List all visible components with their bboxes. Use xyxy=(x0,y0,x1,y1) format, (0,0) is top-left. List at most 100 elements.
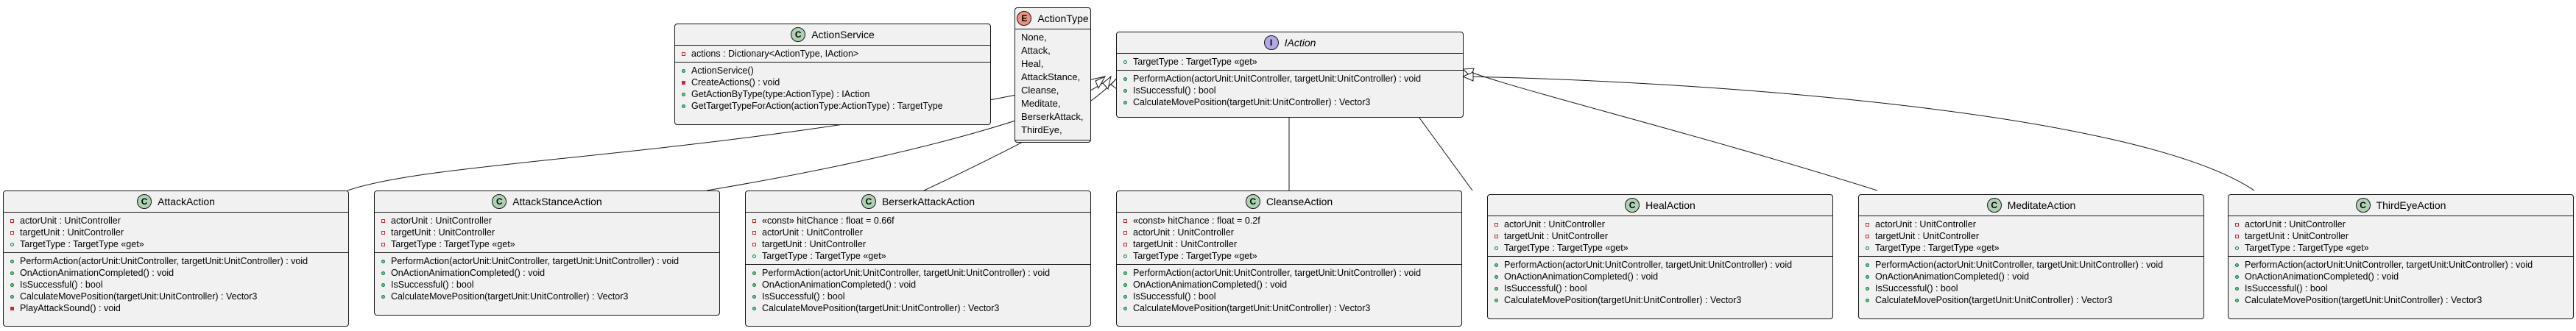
class-name: HealAction xyxy=(1645,199,1695,211)
method-row: IsSuccessful() : bool xyxy=(750,291,1087,302)
method-row: PerformAction(actorUnit:UnitController, … xyxy=(1863,259,2201,271)
method-row: PerformAction(actorUnit:UnitController, … xyxy=(1121,267,1458,279)
field-row: targetUnit : UnitController xyxy=(1121,238,1458,250)
field-row: targetUnit : UnitController xyxy=(8,227,345,238)
methods-section: PerformAction(actorUnit:UnitController, … xyxy=(1117,70,1463,110)
public-method-icon xyxy=(1121,101,1129,104)
field-row: actorUnit : UnitController xyxy=(2233,218,2570,230)
private-field-icon xyxy=(1863,235,1871,238)
private-field-icon xyxy=(750,219,758,223)
enum-value: Attack, xyxy=(1021,45,1051,56)
cleanse-action-class: C CleanseAction «const» hitChance : floa… xyxy=(1116,191,1462,327)
enum-values-section: None, Attack, Heal, AttackStance, Cleans… xyxy=(1015,29,1090,140)
methods-section: PerformAction(actorUnit:UnitController, … xyxy=(1488,256,1832,308)
private-field-icon xyxy=(379,231,387,235)
attack-action-class: C AttackAction actorUnit : UnitControlle… xyxy=(3,191,349,327)
fields-section: actorUnit : UnitController targetUnit : … xyxy=(2229,216,2573,256)
enum-icon: E xyxy=(1017,11,1032,26)
method-row: CalculateMovePosition(targetUnit:UnitCon… xyxy=(8,291,345,302)
public-method-icon xyxy=(379,271,387,275)
enum-value: AttackStance, xyxy=(1021,71,1081,82)
public-method-icon xyxy=(680,93,687,96)
method-row: IsSuccessful() : bool xyxy=(1121,291,1458,302)
fields-section: actorUnit : UnitController targetUnit : … xyxy=(1488,216,1832,256)
private-field-icon xyxy=(1863,223,1871,227)
public-field-icon xyxy=(2233,246,2240,250)
methods-section: ActionService() CreateActions() : void G… xyxy=(675,62,990,114)
method-row: PlayAttackSound() : void xyxy=(8,302,345,314)
method-row: CalculateMovePosition(targetUnit:UnitCon… xyxy=(1121,302,1458,314)
action-type-enum: E ActionType None, Attack, Heal, AttackS… xyxy=(1014,7,1091,143)
methods-section: PerformAction(actorUnit:UnitController, … xyxy=(4,252,348,316)
field-row: actorUnit : UnitController xyxy=(379,215,716,227)
public-method-icon xyxy=(8,283,15,287)
methods-section: PerformAction(actorUnit:UnitController, … xyxy=(1859,256,2203,308)
method-row: GetTargetTypeForAction(actionType:Action… xyxy=(680,100,987,112)
public-method-icon xyxy=(2233,275,2240,279)
method-row: PerformAction(actorUnit:UnitController, … xyxy=(1492,259,1829,271)
public-field-icon xyxy=(750,255,758,258)
method-row: CalculateMovePosition(targetUnit:UnitCon… xyxy=(2233,294,2570,306)
berserk-attack-action-class: C BerserkAttackAction «const» hitChance … xyxy=(745,191,1091,327)
field-row: actorUnit : UnitController xyxy=(750,227,1087,238)
public-method-icon xyxy=(750,307,758,310)
field-row: targetUnit : UnitController xyxy=(1863,230,2201,242)
method-row: CalculateMovePosition(targetUnit:UnitCon… xyxy=(1492,294,1829,306)
fields-section: actorUnit : UnitController targetUnit : … xyxy=(4,212,348,252)
field-row: TargetType : TargetType «get» xyxy=(1492,242,1829,254)
public-method-icon xyxy=(2233,299,2240,302)
public-method-icon xyxy=(1121,295,1129,299)
private-field-icon xyxy=(1492,223,1500,227)
field-row: actorUnit : UnitController xyxy=(1492,218,1829,230)
field-row: actions : Dictionary<ActionType, IAction… xyxy=(680,48,987,60)
public-method-icon xyxy=(379,283,387,287)
methods-section: PerformAction(actorUnit:UnitController, … xyxy=(746,264,1090,316)
fields-section: TargetType : TargetType «get» xyxy=(1117,53,1463,70)
class-icon: C xyxy=(2355,198,2371,213)
method-row: OnActionAnimationCompleted() : void xyxy=(8,267,345,279)
method-row: IsSuccessful() : bool xyxy=(1121,85,1460,96)
enum-value: ThirdEye, xyxy=(1021,124,1062,135)
field-row: actorUnit : UnitController xyxy=(8,215,345,227)
public-field-icon xyxy=(1121,255,1129,258)
action-service-class: C ActionService actions : Dictionary<Act… xyxy=(674,24,991,125)
method-row: CalculateMovePosition(targetUnit:UnitCon… xyxy=(750,302,1087,314)
public-method-icon xyxy=(1492,275,1500,279)
method-row: CalculateMovePosition(targetUnit:UnitCon… xyxy=(1121,96,1460,108)
fields-section: actions : Dictionary<ActionType, IAction… xyxy=(675,45,990,62)
method-row: OnActionAnimationCompleted() : void xyxy=(750,279,1087,291)
enum-name: ActionType xyxy=(1037,13,1089,24)
fields-section: «const» hitChance : float = 0.66f actorU… xyxy=(746,212,1090,264)
method-row: OnActionAnimationCompleted() : void xyxy=(1492,271,1829,282)
class-icon: C xyxy=(791,27,806,42)
field-row: TargetType : TargetType «get» xyxy=(2233,242,2570,254)
method-row: CreateActions() : void xyxy=(680,76,987,88)
method-row: CalculateMovePosition(targetUnit:UnitCon… xyxy=(379,291,716,302)
class-icon: C xyxy=(861,194,876,209)
public-method-icon xyxy=(680,69,687,73)
field-row: TargetType : TargetType «get» xyxy=(8,238,345,250)
interface-icon: I xyxy=(1263,35,1279,50)
public-method-icon xyxy=(680,104,687,108)
private-field-icon xyxy=(379,243,387,246)
method-row: PerformAction(actorUnit:UnitController, … xyxy=(750,267,1087,279)
arrowhead xyxy=(1102,75,1112,90)
private-field-icon xyxy=(1492,235,1500,238)
public-method-icon xyxy=(2233,287,2240,291)
private-field-icon xyxy=(1121,219,1129,223)
method-row: PerformAction(actorUnit:UnitController, … xyxy=(1121,73,1460,85)
field-row: «const» hitChance : float = 0.2f xyxy=(1121,215,1458,227)
public-method-icon xyxy=(1121,307,1129,310)
field-row: targetUnit : UnitController xyxy=(379,227,716,238)
private-field-icon xyxy=(750,243,758,246)
method-row: PerformAction(actorUnit:UnitController, … xyxy=(8,255,345,267)
class-name: BerserkAttackAction xyxy=(881,196,975,207)
public-method-icon xyxy=(750,283,758,287)
heal-action-class: C HealAction actorUnit : UnitController … xyxy=(1487,194,1833,319)
public-method-icon xyxy=(1121,89,1129,93)
public-method-icon xyxy=(1492,299,1500,302)
enum-value: BerserkAttack, xyxy=(1021,111,1084,122)
public-field-icon xyxy=(1492,246,1500,250)
field-row: actorUnit : UnitController xyxy=(1863,218,2201,230)
